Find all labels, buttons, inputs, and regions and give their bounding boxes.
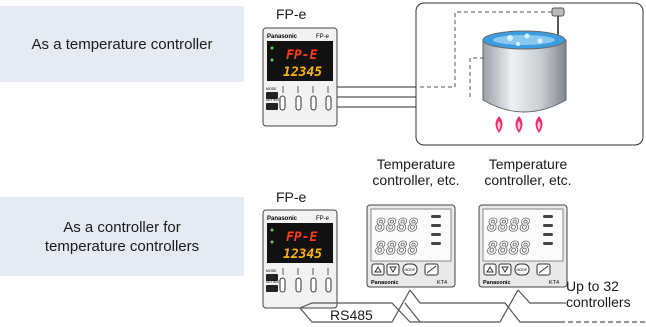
fpe-set-key-label-bottom: SET/ENT [266,280,282,284]
fpe-display-top [267,41,333,81]
fpe-unit-bottom: Panasonic FP-e FP-E 12345 MODE SET/ENT [262,209,338,309]
tc2-mode-key [514,263,530,276]
tc2-down-key [498,263,512,276]
rs485-label: RS485 [330,307,373,323]
fpe-label-top: FP-e [276,6,307,22]
rs485-bus [299,289,646,323]
fpe-mode-key-label-bottom: MODE [266,269,277,273]
temp-controller-label-1: Temperature controller, etc. [372,156,460,188]
fpe-unit-top: Panasonic FP-e FP-E 12345 MODE SET/ENT [262,27,338,127]
fpe-set-key-label-top: SET/ENT [266,98,282,102]
fpe-set-key-top [266,103,278,110]
tc2-mode-key-label: MODE [517,268,528,272]
row2-label: As a controller for temperature controll… [44,218,200,255]
temp-controller-2: 8888 8888 MODE Panasonic KT4 [478,204,568,288]
tc1-model: KT4 [437,280,447,286]
fpe-display-line1-top: FP-E [286,48,317,63]
fpe-display-line2-bottom: 12345 [283,247,322,262]
fpe-model-top: FP-e [316,34,330,40]
burner-flames [495,116,543,133]
tc1-display-sv: 8888 [375,238,418,259]
tc2-display-sv: 8888 [487,238,530,259]
temperature-controller-panel: As a temperature controller [0,6,244,82]
heating-process-box [415,2,644,146]
fpe-mode-key-top [266,92,278,99]
expansion-label: Up to 32 controllers [566,278,631,310]
temperature-sensor [551,7,565,17]
tc1-down-key [386,263,400,276]
fpe-model-bottom: FP-e [316,216,330,222]
fpe-display-line1-bottom: FP-E [286,230,317,245]
fpe-mode-key-bottom [266,274,278,281]
fpe-display-line2-top: 12345 [283,65,322,80]
fpe-display-bottom [267,223,333,263]
tc2-up-key [483,263,497,276]
fpe-mode-key-label-top: MODE [266,87,277,91]
tc2-display-pv: 8888 [487,215,530,236]
tc1-brand: Panasonic [371,280,399,286]
fpe-set-key-bottom [266,285,278,292]
controller-for-controllers-panel: As a controller for temperature controll… [0,197,244,276]
pot [482,39,567,113]
tc1-up-key [371,263,385,276]
tc1-display-pv: 8888 [375,215,418,236]
fpe-brand-bottom: Panasonic [267,216,298,222]
fpe-label-bottom: FP-e [276,189,307,205]
temp-controller-1: 8888 8888 MODE Panasonic KT4 [366,204,456,288]
row1-label: As a temperature controller [31,35,213,53]
tc2-brand: Panasonic [483,280,511,286]
tc1-mode-key [402,263,418,276]
fpe-brand-top: Panasonic [267,34,298,40]
tc2-model: KT4 [549,280,559,286]
tc1-mode-key-label: MODE [405,268,416,272]
temp-controller-label-2: Temperature controller, etc. [484,156,572,188]
